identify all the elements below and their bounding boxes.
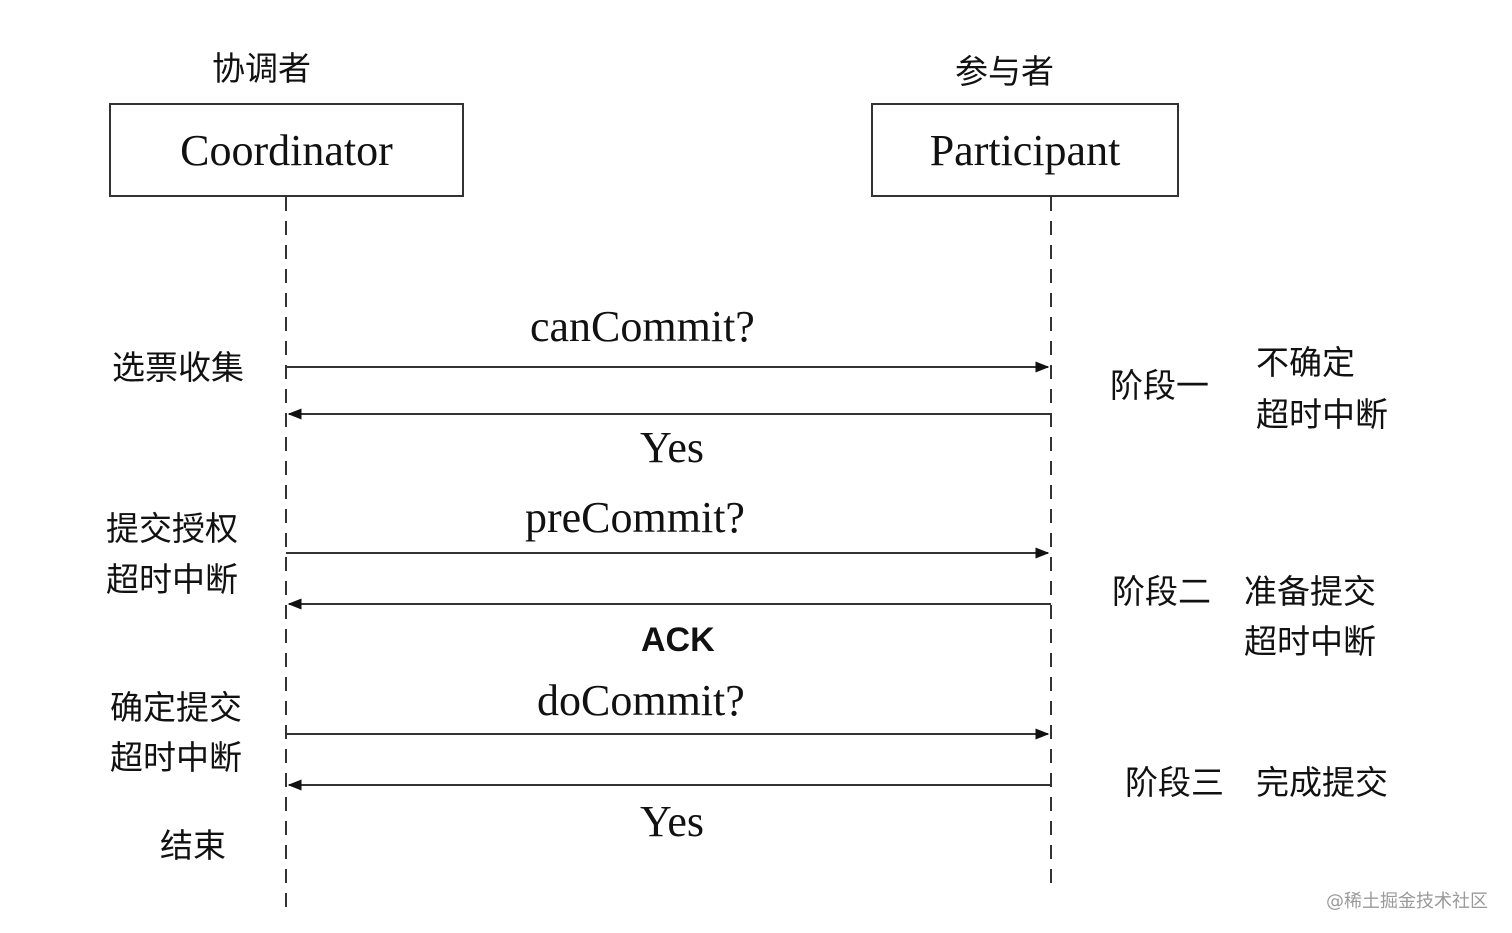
timeout-2-note: 超时中断 [110,738,242,777]
coordinator-box: Coordinator [109,103,464,197]
participant-box: Participant [871,103,1179,197]
participant-box-label: Participant [929,125,1121,175]
watermark: @稀土掘金技术社区 [1326,891,1488,912]
confirm-submit-note: 确定提交 [110,688,242,727]
yes-1-label: Yes [640,423,705,472]
phase1-label: 阶段一 [1110,366,1209,405]
timeout-1-note: 超时中断 [106,560,238,599]
coordinator-cn-label: 协调者 [212,49,311,88]
phase1-note-timeout: 超时中断 [1256,395,1388,434]
submit-auth-note: 提交授权 [106,509,238,548]
participant-cn-label: 参与者 [955,52,1054,91]
ack-label: ACK [641,621,715,659]
yes-2-label: Yes [640,797,705,846]
phase3-label: 阶段三 [1125,763,1224,802]
phase2-label: 阶段二 [1112,572,1211,611]
phase2-note-prepare: 准备提交 [1244,572,1376,611]
phase1-note-uncertain: 不确定 [1256,343,1355,382]
pre-commit-label: preCommit? [525,493,745,542]
vote-collect-note: 选票收集 [112,348,244,387]
end-note: 结束 [160,826,226,865]
phase3-note-complete: 完成提交 [1256,763,1388,802]
phase2-note-timeout: 超时中断 [1244,622,1376,661]
can-commit-label: canCommit? [530,302,755,351]
do-commit-label: doCommit? [537,676,745,725]
coordinator-box-label: Coordinator [180,125,393,175]
